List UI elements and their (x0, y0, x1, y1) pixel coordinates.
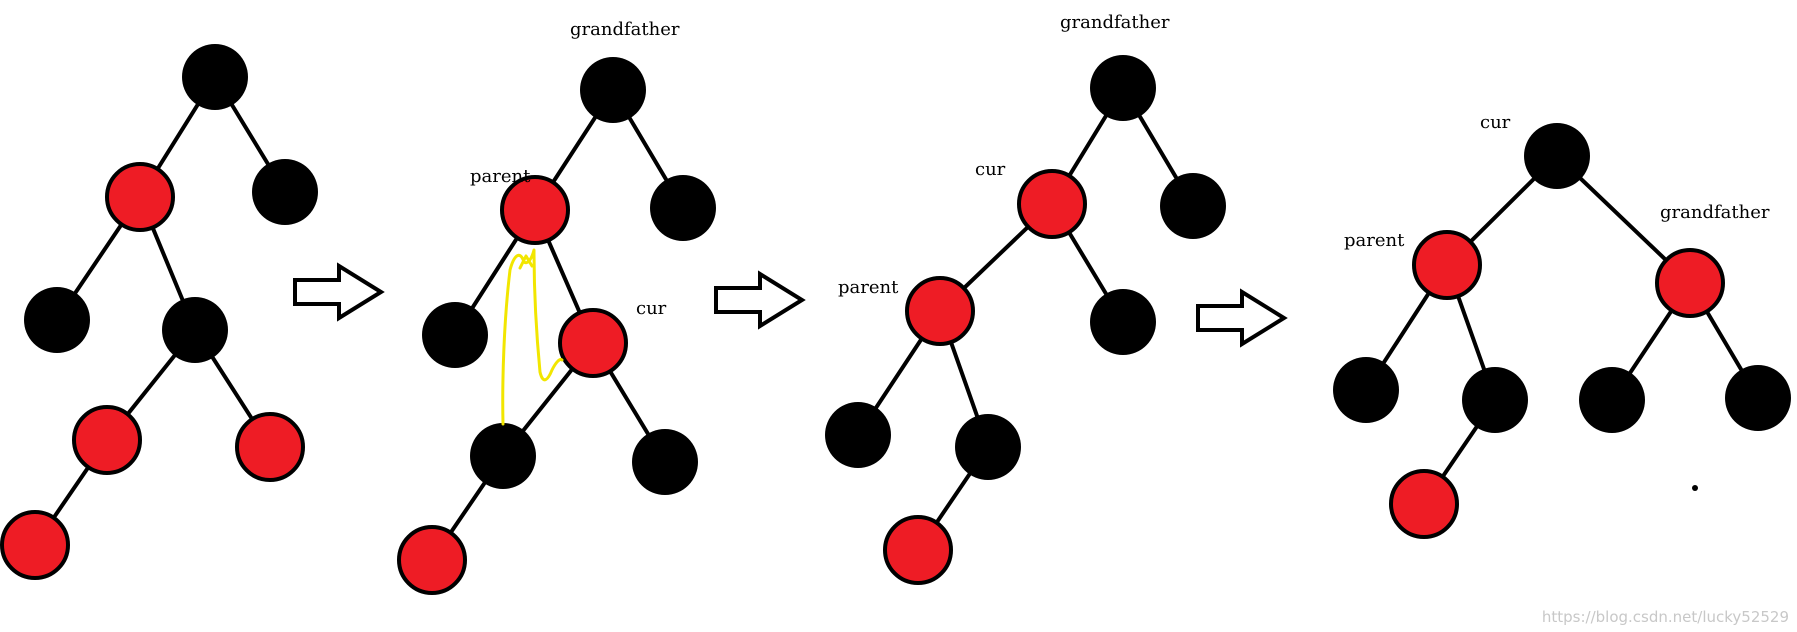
tree-4-label-cur: cur (1480, 112, 1511, 133)
tree-2-label-cur: cur (636, 298, 667, 319)
tree-4-node-c-red (1655, 248, 1725, 318)
tree-1-node-h-red (0, 510, 70, 580)
tree-4-node-e-black (1462, 367, 1528, 433)
tree-2-label-parent: parent (470, 166, 531, 187)
tree-2-label-grandfather: grandfather (570, 19, 680, 40)
arrow-1-right-arrow-icon (293, 262, 385, 322)
stray-dot (1692, 485, 1698, 491)
tree-2-node-a-black (580, 57, 646, 123)
tree-3-node-d-red (905, 276, 975, 346)
edges-layer (33, 75, 1760, 562)
arrow-3-right-arrow-icon (1196, 288, 1288, 348)
tree-3-node-a-black (1090, 55, 1156, 121)
tree-2-node-g-black (632, 429, 698, 495)
tree-1-node-e-black (162, 297, 228, 363)
tree-4-node-h-black (1725, 365, 1791, 431)
tree-4-label-grandfather: grandfather (1660, 202, 1770, 223)
tree-1-node-b-red (105, 162, 175, 232)
tree-2-node-e-red (558, 308, 628, 378)
labels-layer: grandfather parent cur grandfather cur parent… (470, 12, 1770, 319)
tree-1-node-a-black (182, 44, 248, 110)
nodes-layer (0, 44, 1791, 595)
tree-3-label-parent: parent (838, 277, 899, 298)
tree-1-node-c-black (252, 159, 318, 225)
tree-3-node-f-black (825, 402, 891, 468)
tree-3-node-g-black (955, 414, 1021, 480)
tree-2-node-f-black (470, 423, 536, 489)
arrow-2-right-arrow-icon (714, 270, 806, 330)
tree-4-label-parent: parent (1344, 230, 1405, 251)
transition-arrows (293, 262, 1288, 348)
tree-1-node-d-black (24, 287, 90, 353)
watermark: https://blog.csdn.net/lucky52529 (1542, 608, 1789, 626)
tree-4-node-f-red (1389, 469, 1459, 539)
tree-3-label-grandfather: grandfather (1060, 12, 1170, 33)
tree-3-node-e-black (1090, 289, 1156, 355)
tree-3-node-b-red (1017, 169, 1087, 239)
tree-4-node-g-black (1579, 367, 1645, 433)
tree-3-label-cur: cur (975, 159, 1006, 180)
tree-2-node-b-red (500, 175, 570, 245)
tree-2-node-h-red (397, 525, 467, 595)
yellow-rotation-annotation (501, 248, 564, 426)
tree-1-node-f-red (72, 405, 142, 475)
tree-4-node-b-red (1412, 230, 1482, 300)
tree-2-node-d-black (422, 302, 488, 368)
tree-3-node-h-red (883, 515, 953, 585)
tree-4-node-d-black (1333, 357, 1399, 423)
tree-4-node-a-black (1524, 123, 1590, 189)
tree-1-node-g-red (235, 412, 305, 482)
tree-2-node-c-black (650, 175, 716, 241)
tree-3-node-c-black (1160, 173, 1226, 239)
